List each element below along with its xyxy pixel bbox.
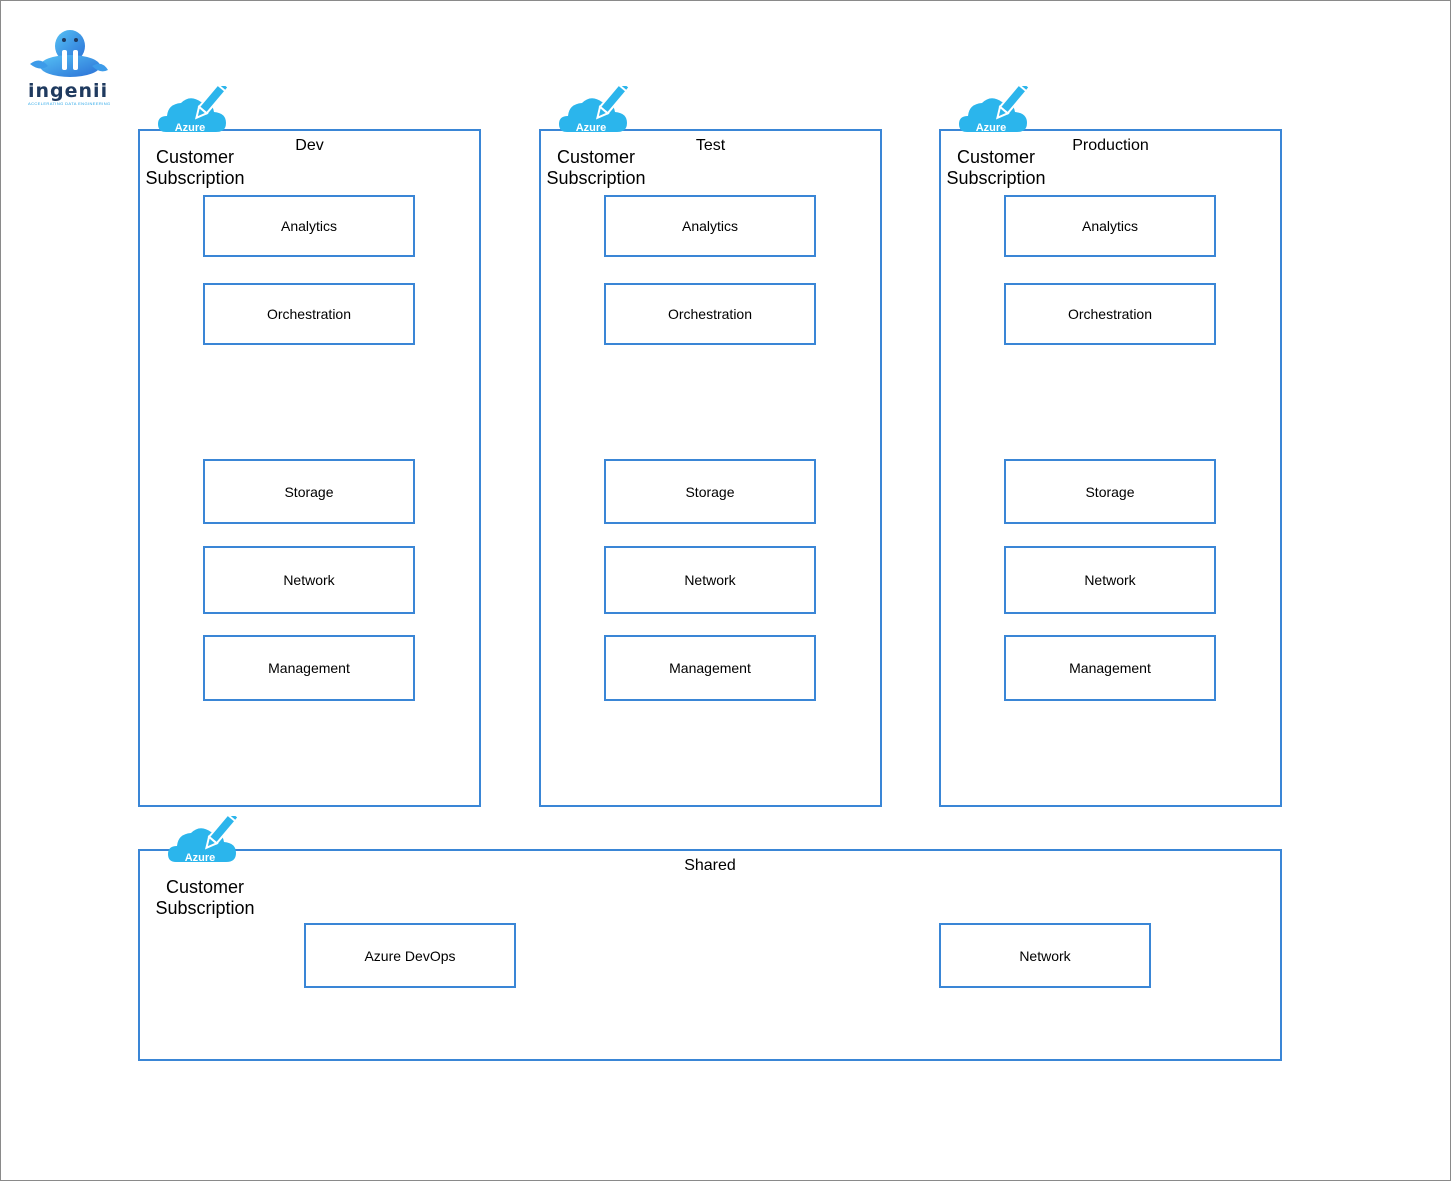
subscription-label-line2: Subscription: [946, 168, 1046, 188]
subscription-label-line1: Customer: [556, 147, 636, 167]
dev-service-network[interactable]: Network: [203, 546, 415, 614]
brand-name: ingenii: [28, 80, 109, 102]
subscription-label-line1: Customer: [165, 877, 245, 897]
shared-service-azure-devops[interactable]: Azure DevOps: [304, 923, 516, 988]
test-service-storage[interactable]: Storage: [604, 459, 816, 524]
walrus-icon: [30, 30, 108, 77]
production-service-management[interactable]: Management: [1004, 635, 1216, 701]
azure-badge-text: Azure: [976, 122, 1007, 134]
brand-tagline: ACCELERATING DATA ENGINEERING: [28, 101, 111, 106]
test-service-management[interactable]: Management: [604, 635, 816, 701]
shared-service-network[interactable]: Network: [939, 923, 1151, 988]
subscription-label-line1: Customer: [956, 147, 1036, 167]
azure-cloud-pencil-icon: Azure: [559, 79, 631, 134]
test-service-network[interactable]: Network: [604, 546, 816, 614]
dev-service-analytics[interactable]: Analytics: [203, 195, 415, 257]
azure-badge-text: Azure: [175, 122, 206, 134]
dev-service-management[interactable]: Management: [203, 635, 415, 701]
shared-title: Shared: [684, 857, 736, 874]
production-service-storage[interactable]: Storage: [1004, 459, 1216, 524]
dev-service-orchestration[interactable]: Orchestration: [203, 283, 415, 345]
subscription-label-line2: Subscription: [546, 168, 646, 188]
shared-azure-badge: Azure: [166, 809, 246, 872]
production-service-analytics[interactable]: Analytics: [1004, 195, 1216, 257]
azure-cloud-pencil-icon: Azure: [959, 79, 1031, 134]
subscription-label-line1: Customer: [155, 147, 235, 167]
dev-title: Dev: [295, 137, 324, 154]
ingenii-logo: ingenii ACCELERATING DATA ENGINEERING: [26, 26, 110, 110]
azure-cloud-pencil-icon: Azure: [168, 809, 240, 864]
test-service-analytics[interactable]: Analytics: [604, 195, 816, 257]
azure-badge-text: Azure: [185, 852, 216, 864]
test-azure-badge: Azure: [557, 79, 637, 142]
dev-azure-badge: Azure: [156, 79, 236, 142]
production-service-network[interactable]: Network: [1004, 546, 1216, 614]
azure-badge-text: Azure: [576, 122, 607, 134]
azure-cloud-pencil-icon: Azure: [158, 79, 230, 134]
subscription-label-line2: Subscription: [155, 898, 255, 918]
dev-service-storage[interactable]: Storage: [203, 459, 415, 524]
test-title: Test: [695, 137, 726, 154]
subscription-label-line2: Subscription: [145, 168, 245, 188]
production-title: Production: [1072, 137, 1149, 154]
test-service-orchestration[interactable]: Orchestration: [604, 283, 816, 345]
production-service-orchestration[interactable]: Orchestration: [1004, 283, 1216, 345]
production-azure-badge: Azure: [957, 79, 1037, 142]
